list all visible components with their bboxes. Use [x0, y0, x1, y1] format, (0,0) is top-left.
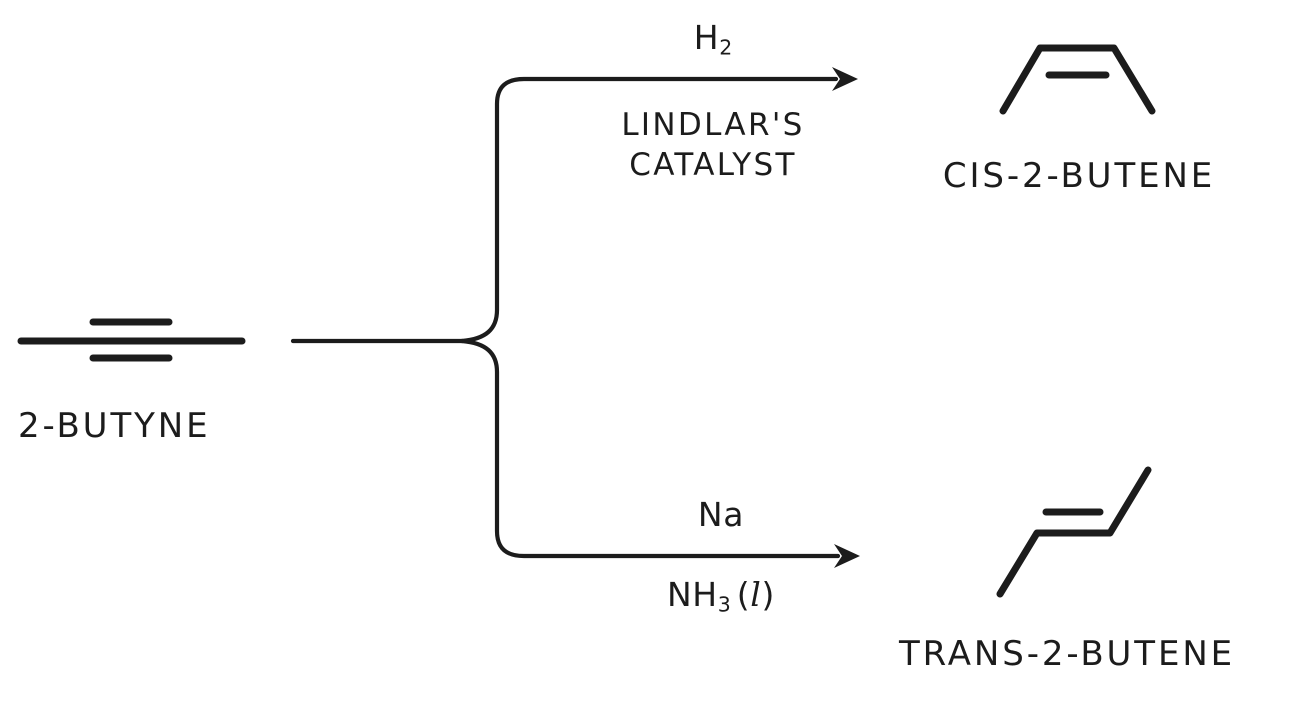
trans-carbon-skeleton [996, 466, 1152, 598]
structure-2-butyne [17, 318, 246, 362]
reaction-arrow-fork [290, 67, 860, 568]
arrow-head-bottom [834, 544, 860, 568]
state-paren-open: ( [736, 575, 751, 614]
label-reagent-na: Na [697, 495, 745, 534]
arrow-path-bottom [459, 338, 841, 559]
lindlars-line-1: LINDLAR'S [621, 107, 805, 143]
lindlars-line-2: CATALYST [629, 146, 797, 183]
label-product-trans-2-butene: TRANS-2-BUTENE [898, 634, 1236, 674]
ammonia-subscript: 3 [717, 592, 731, 617]
reagent-h2-symbol: H [693, 18, 720, 57]
state-paren-close: ) [761, 575, 776, 614]
structure-cis-2-butene [999, 44, 1156, 115]
state-liquid: l [750, 575, 762, 614]
ammonia-symbol: NH [666, 575, 718, 614]
label-reagent-ammonia-liquid: NH3(l) [667, 578, 775, 615]
label-reagent-h2: H2 [694, 21, 733, 58]
arrow-path-top [459, 76, 839, 344]
cis-carbon-skeleton [999, 44, 1156, 115]
label-product-cis-2-butene: CIS-2-BUTENE [942, 156, 1216, 196]
structure-trans-2-butene [996, 466, 1152, 598]
arrow-head-top [832, 67, 858, 91]
label-reactant-2-butyne: 2-BUTYNE [18, 406, 211, 446]
label-reagent-lindlars-catalyst: LINDLAR'S CATALYST [621, 106, 804, 185]
reagent-h2-subscript: 2 [719, 35, 733, 60]
